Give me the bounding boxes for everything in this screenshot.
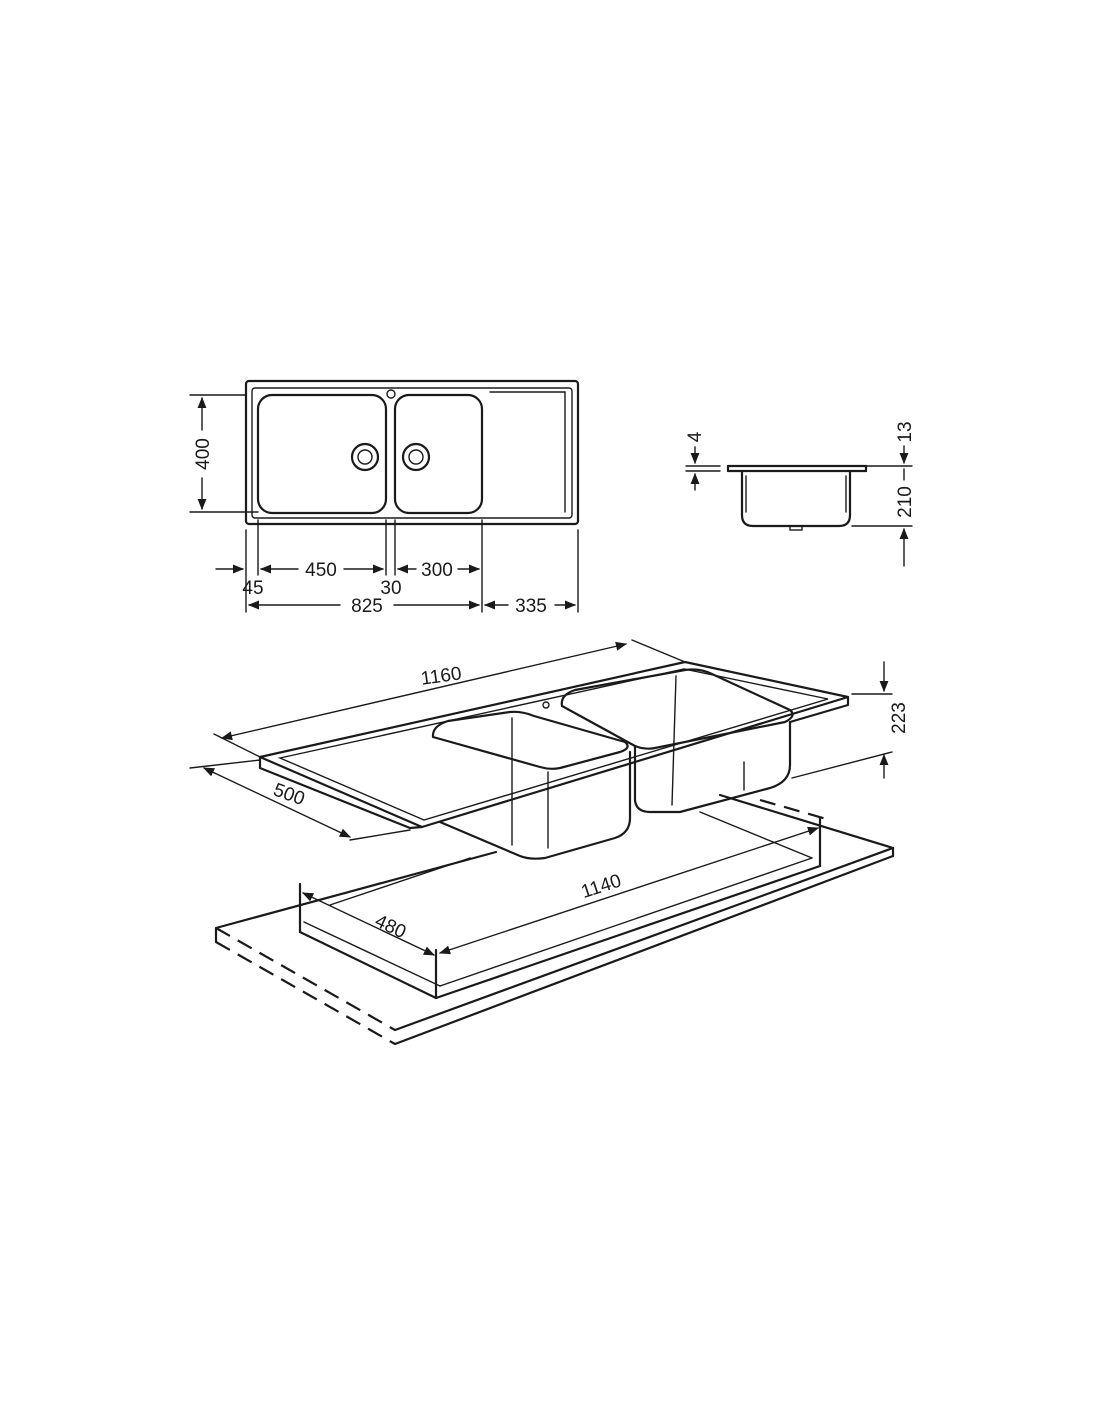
dim-30-label: 30 [380, 578, 401, 599]
dim-rim-thickness: 4 [685, 431, 721, 491]
dim-335-label: 335 [515, 596, 547, 617]
large-bowl [256, 393, 388, 515]
dim-plan-height: 400 [189, 394, 259, 513]
plan-view [244, 379, 580, 526]
section-view [726, 464, 868, 531]
sink-outline [244, 379, 580, 526]
tap-hole [386, 389, 396, 399]
dim-45-label: 45 [242, 578, 263, 599]
countertop [214, 793, 895, 1046]
dim-cutout-depth: 480 [301, 892, 436, 956]
plan-extension-lines [245, 519, 579, 613]
dim-223-label: 223 [889, 702, 910, 734]
small-bowl [393, 393, 484, 515]
iso-small-bowl [431, 710, 629, 770]
large-bowl-drain [350, 442, 380, 472]
dim-row-2: 825 335 [247, 596, 577, 617]
dim-210-label: 210 [895, 486, 916, 518]
dim-overall-height: 223 [791, 661, 910, 779]
small-bowl-drain [401, 442, 431, 472]
sink-rim-inner [251, 387, 573, 519]
dim-section-right: 13 210 [851, 421, 916, 567]
isometric-sink [258, 660, 850, 860]
dim-825-label: 825 [351, 596, 383, 617]
dim-row-1: 450 300 45 30 [215, 560, 481, 599]
dim-1160-label: 1160 [420, 663, 463, 689]
dim-13-label: 13 [895, 421, 916, 442]
dim-1140-label: 1140 [579, 870, 624, 903]
dim-4-label: 4 [685, 431, 706, 442]
dim-480-label: 480 [372, 911, 410, 943]
dim-450-label: 450 [305, 560, 337, 581]
dim-400-label: 400 [193, 438, 214, 470]
section-bowl [740, 469, 852, 528]
dim-300-label: 300 [421, 560, 453, 581]
